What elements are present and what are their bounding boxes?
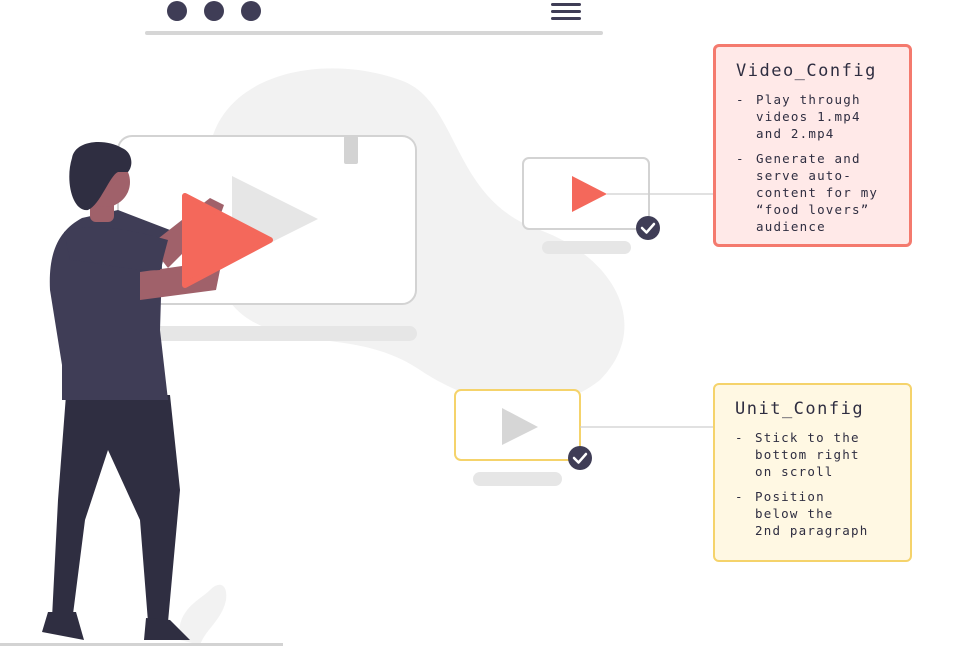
play-icon [572, 176, 607, 212]
hamburger-menu-icon[interactable] [551, 3, 581, 20]
window-header [145, 1, 603, 35]
list-item-text: Stick to the bottom right on scroll [755, 430, 860, 479]
list-item-text: Generate and serve auto- content for my … [756, 151, 879, 234]
header-divider [145, 31, 603, 35]
list-item: -Play through videos 1.mp4 and 2.mp4 [736, 92, 861, 141]
list-item: -Position below the 2nd paragraph [735, 489, 869, 538]
video-config-list: -Play through videos 1.mp4 and 2.mp4 -Ge… [736, 91, 897, 235]
play-icon [502, 408, 538, 445]
floor-line [0, 643, 283, 646]
window-dot-2 [204, 1, 224, 21]
plant-decoration [179, 584, 227, 645]
video-config-card: Video_Config -Play through videos 1.mp4 … [713, 44, 912, 247]
main-video-caption-bar [153, 326, 417, 341]
unit-thumbnail-card [454, 389, 713, 486]
video-config-title: Video_Config [736, 61, 877, 81]
check-circle-icon [636, 216, 660, 240]
window-dot-1 [167, 1, 187, 21]
list-item: -Generate and serve auto- content for my… [736, 151, 879, 234]
thumbnail-caption-bar [542, 241, 631, 254]
list-item-text: Play through videos 1.mp4 and 2.mp4 [756, 92, 861, 141]
video-thumbnail-card [522, 157, 713, 254]
play-icon [182, 193, 273, 288]
check-circle-icon [568, 446, 592, 470]
person-shoe-left [42, 612, 84, 640]
unit-config-card: Unit_Config -Stick to the bottom right o… [713, 383, 912, 562]
frame-tab [344, 136, 358, 164]
list-item-text: Position below the 2nd paragraph [755, 489, 869, 538]
window-dot-3 [241, 1, 261, 21]
unit-config-list: -Stick to the bottom right on scroll -Po… [735, 429, 898, 539]
person-shoe-right [144, 618, 190, 640]
person-sleeve [64, 226, 168, 271]
thumbnail-caption-bar [473, 472, 562, 486]
person-hair [69, 142, 132, 211]
person-legs [52, 395, 180, 622]
person-figure [42, 142, 224, 640]
list-item: -Stick to the bottom right on scroll [735, 430, 860, 479]
unit-config-title: Unit_Config [735, 399, 865, 419]
